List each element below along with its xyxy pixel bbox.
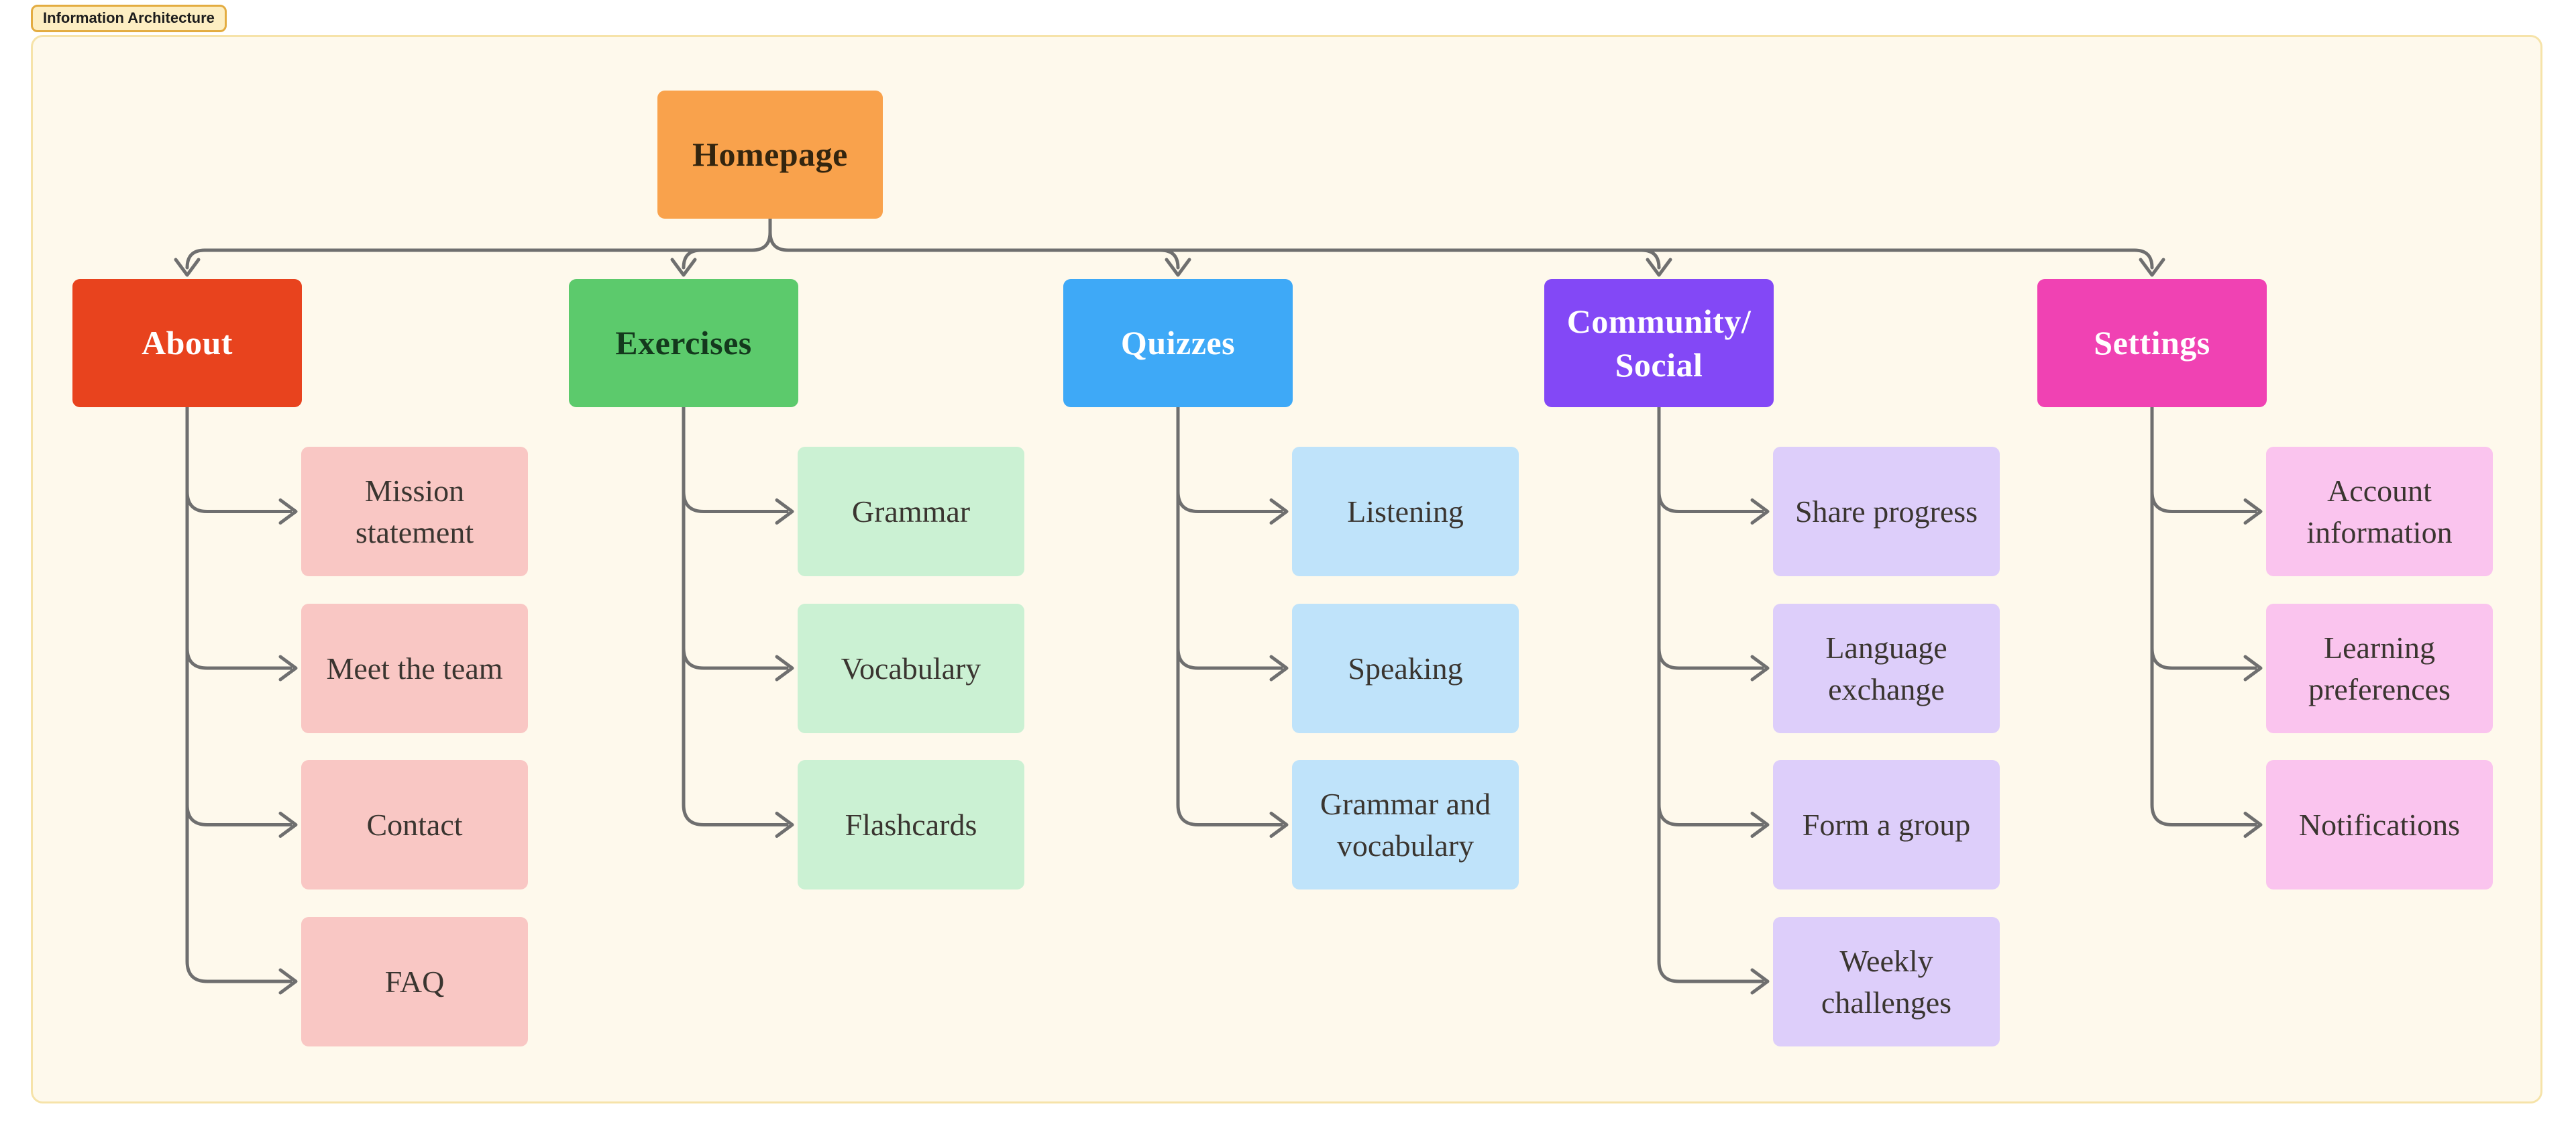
- child-node-learning-preferences[interactable]: Learning preferences: [2266, 604, 2493, 733]
- child-node-grammar-and-vocabulary[interactable]: Grammar and vocabulary: [1292, 760, 1519, 889]
- branch-node-community-social[interactable]: Community/ Social: [1544, 279, 1774, 407]
- child-node-mission-statement[interactable]: Mission statement: [301, 447, 528, 576]
- child-node-form-a-group[interactable]: Form a group: [1773, 760, 2000, 889]
- child-node-language-exchange[interactable]: Language exchange: [1773, 604, 2000, 733]
- child-node-meet-the-team[interactable]: Meet the team: [301, 604, 528, 733]
- child-node-weekly-challenges[interactable]: Weekly challenges: [1773, 917, 2000, 1046]
- child-node-flashcards[interactable]: Flashcards: [798, 760, 1024, 889]
- child-node-contact[interactable]: Contact: [301, 760, 528, 889]
- child-node-account-information[interactable]: Account information: [2266, 447, 2493, 576]
- child-node-listening[interactable]: Listening: [1292, 447, 1519, 576]
- child-node-vocabulary[interactable]: Vocabulary: [798, 604, 1024, 733]
- child-node-grammar[interactable]: Grammar: [798, 447, 1024, 576]
- branch-node-exercises[interactable]: Exercises: [569, 279, 798, 407]
- child-node-share-progress[interactable]: Share progress: [1773, 447, 2000, 576]
- child-node-speaking[interactable]: Speaking: [1292, 604, 1519, 733]
- child-node-faq[interactable]: FAQ: [301, 917, 528, 1046]
- branch-node-quizzes[interactable]: Quizzes: [1063, 279, 1293, 407]
- child-node-notifications[interactable]: Notifications: [2266, 760, 2493, 889]
- root-node-homepage[interactable]: Homepage: [657, 91, 883, 219]
- branch-node-settings[interactable]: Settings: [2037, 279, 2267, 407]
- diagram-title-badge[interactable]: Information Architecture: [31, 5, 227, 33]
- branch-node-about[interactable]: About: [72, 279, 302, 407]
- diagram-title-label: Information Architecture: [43, 9, 215, 26]
